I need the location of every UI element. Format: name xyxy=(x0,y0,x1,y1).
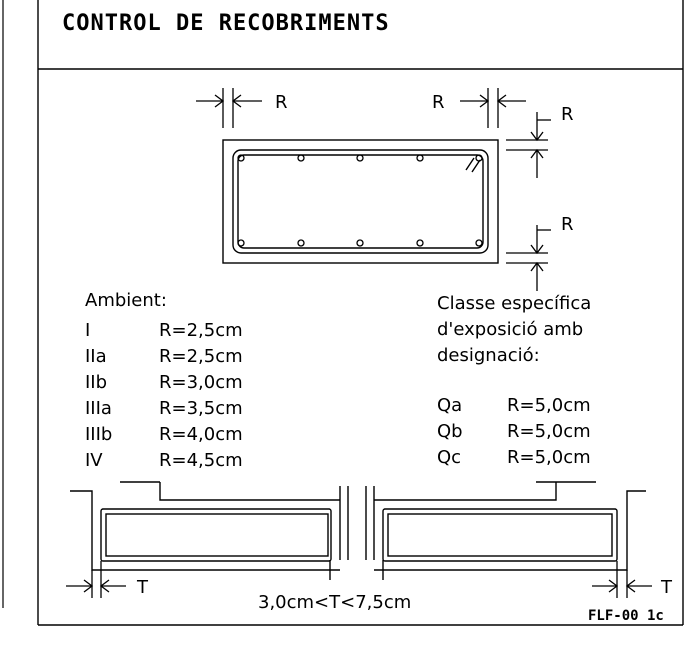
rebar-dot xyxy=(416,154,424,162)
rebar-dot xyxy=(297,154,305,162)
beam-section xyxy=(222,139,499,264)
footing-left-cage-outer xyxy=(100,508,332,562)
ambient-value: R=3,5cm xyxy=(159,398,243,419)
dim-t-label: T xyxy=(136,577,149,598)
ambient-class: IIb xyxy=(85,372,107,393)
ambient-heading: Ambient: xyxy=(85,290,167,311)
dim-t-right xyxy=(592,561,652,598)
drawing-title: CONTROL DE RECOBRIMENTS xyxy=(62,11,390,36)
dim-t-label: T xyxy=(660,577,673,598)
dim-r-label: R xyxy=(432,92,445,113)
rebar-dot xyxy=(356,239,364,247)
exposure-table: Classe específica d'exposició amb design… xyxy=(437,293,591,468)
footing-left-top xyxy=(159,482,340,501)
stirrup-inner xyxy=(237,154,484,249)
ambient-value: R=4,0cm xyxy=(159,424,243,445)
ambient-class: IIIa xyxy=(85,398,112,419)
footing-right-outline xyxy=(374,490,646,571)
footing-left-cage-inner xyxy=(105,513,329,557)
dim-r-top-left xyxy=(196,88,262,128)
footing-section xyxy=(70,481,646,580)
footing-right-cage-inner xyxy=(387,513,613,557)
ambient-value: R=4,5cm xyxy=(159,450,243,471)
dim-r-label: R xyxy=(561,214,574,235)
dim-r-right-bottom xyxy=(506,225,551,291)
footing-left-outline xyxy=(70,490,340,571)
ambient-class: IIa xyxy=(85,346,107,367)
ambient-value: R=2,5cm xyxy=(159,346,243,367)
rebar-dot xyxy=(297,239,305,247)
rebar-dot xyxy=(475,239,483,247)
section-outline xyxy=(222,139,499,264)
exposure-value: R=5,0cm xyxy=(507,421,591,442)
exposure-class: Qb xyxy=(437,421,463,442)
footing-right-cage-outer xyxy=(382,508,618,562)
dim-r-right-top xyxy=(506,112,551,178)
rebar-dot xyxy=(475,154,483,162)
ambient-class: IV xyxy=(85,450,103,471)
rebar-dot xyxy=(237,239,245,247)
drawing-code: FLF-00 1c xyxy=(588,608,664,624)
exposure-value: R=5,0cm xyxy=(507,447,591,468)
ambient-value: R=3,0cm xyxy=(159,372,243,393)
ambient-class: I xyxy=(85,320,90,341)
dim-t-left xyxy=(66,561,126,598)
ambient-class: IIIb xyxy=(85,424,112,445)
exposure-heading-line: designació: xyxy=(437,345,540,366)
t-range-label: 3,0cm<T<7,5cm xyxy=(258,592,411,613)
dim-r-top-right xyxy=(460,88,526,128)
ambient-value: R=2,5cm xyxy=(159,320,243,341)
stirrup-hook-2 xyxy=(471,159,481,173)
exposure-class: Qa xyxy=(437,395,462,416)
stirrup-outer xyxy=(232,149,489,254)
stirrup-hook-1 xyxy=(465,157,475,171)
exposure-heading-line: Classe específica xyxy=(437,293,591,314)
ambient-table: Ambient: I R=2,5cm IIa R=2,5cm IIb R=3,0… xyxy=(85,290,243,471)
footing-right-top xyxy=(374,482,557,501)
ambient-rows: I R=2,5cm IIa R=2,5cm IIb R=3,0cm IIIa R… xyxy=(85,320,243,471)
rebar-group xyxy=(237,154,483,247)
exposure-heading-line: d'exposició amb xyxy=(437,319,583,340)
exposure-value: R=5,0cm xyxy=(507,395,591,416)
dim-r-label: R xyxy=(275,92,288,113)
rebar-dot xyxy=(416,239,424,247)
exposure-class: Qc xyxy=(437,447,461,468)
rebar-dot xyxy=(237,154,245,162)
dim-r-label: R xyxy=(561,104,574,125)
rebar-dot xyxy=(356,154,364,162)
